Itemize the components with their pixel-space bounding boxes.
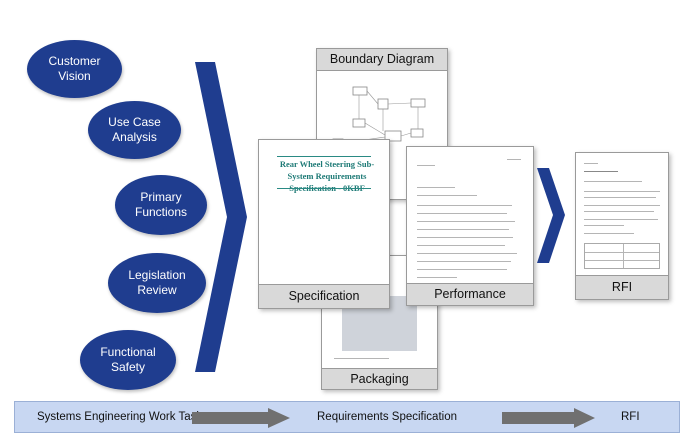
- boundary-diagram-label: Boundary Diagram: [317, 49, 447, 71]
- specification-label: Specification: [259, 284, 389, 308]
- performance-label: Performance: [407, 283, 533, 305]
- bar-middle-label: Requirements Specification: [317, 411, 457, 423]
- small-chevron-arrow: [537, 168, 565, 263]
- use-case-analysis-label: Use Case Analysis: [108, 115, 161, 144]
- legislation-review-node: Legislation Review: [108, 253, 206, 313]
- large-chevron-arrow: [195, 62, 247, 372]
- bar-arrow-right-icon: [502, 408, 595, 428]
- customer-vision-label: Customer Vision: [48, 54, 101, 83]
- primary-functions-label: Primary Functions: [134, 190, 188, 219]
- bottom-process-bar: Systems Engineering Work Tasks Requireme…: [14, 401, 680, 433]
- rfi-card: RFI: [575, 152, 669, 300]
- primary-functions-node: Primary Functions: [115, 175, 207, 235]
- performance-card: Performance: [406, 146, 534, 306]
- bar-left-label: Systems Engineering Work Tasks: [37, 411, 208, 423]
- bar-right-label: RFI: [621, 411, 640, 423]
- packaging-label: Packaging: [322, 368, 437, 389]
- rfi-table: [584, 243, 660, 269]
- rfi-label: RFI: [576, 275, 668, 299]
- legislation-review-label: Legislation Review: [128, 268, 186, 297]
- bar-arrow-right-icon: [192, 408, 290, 428]
- use-case-analysis-node: Use Case Analysis: [88, 101, 181, 159]
- functional-safety-label: Functional Safety: [100, 345, 156, 374]
- functional-safety-node: Functional Safety: [80, 330, 176, 390]
- customer-vision-node: Customer Vision: [27, 40, 122, 98]
- specification-card: Rear Wheel Steering Sub-System Requireme…: [258, 139, 390, 309]
